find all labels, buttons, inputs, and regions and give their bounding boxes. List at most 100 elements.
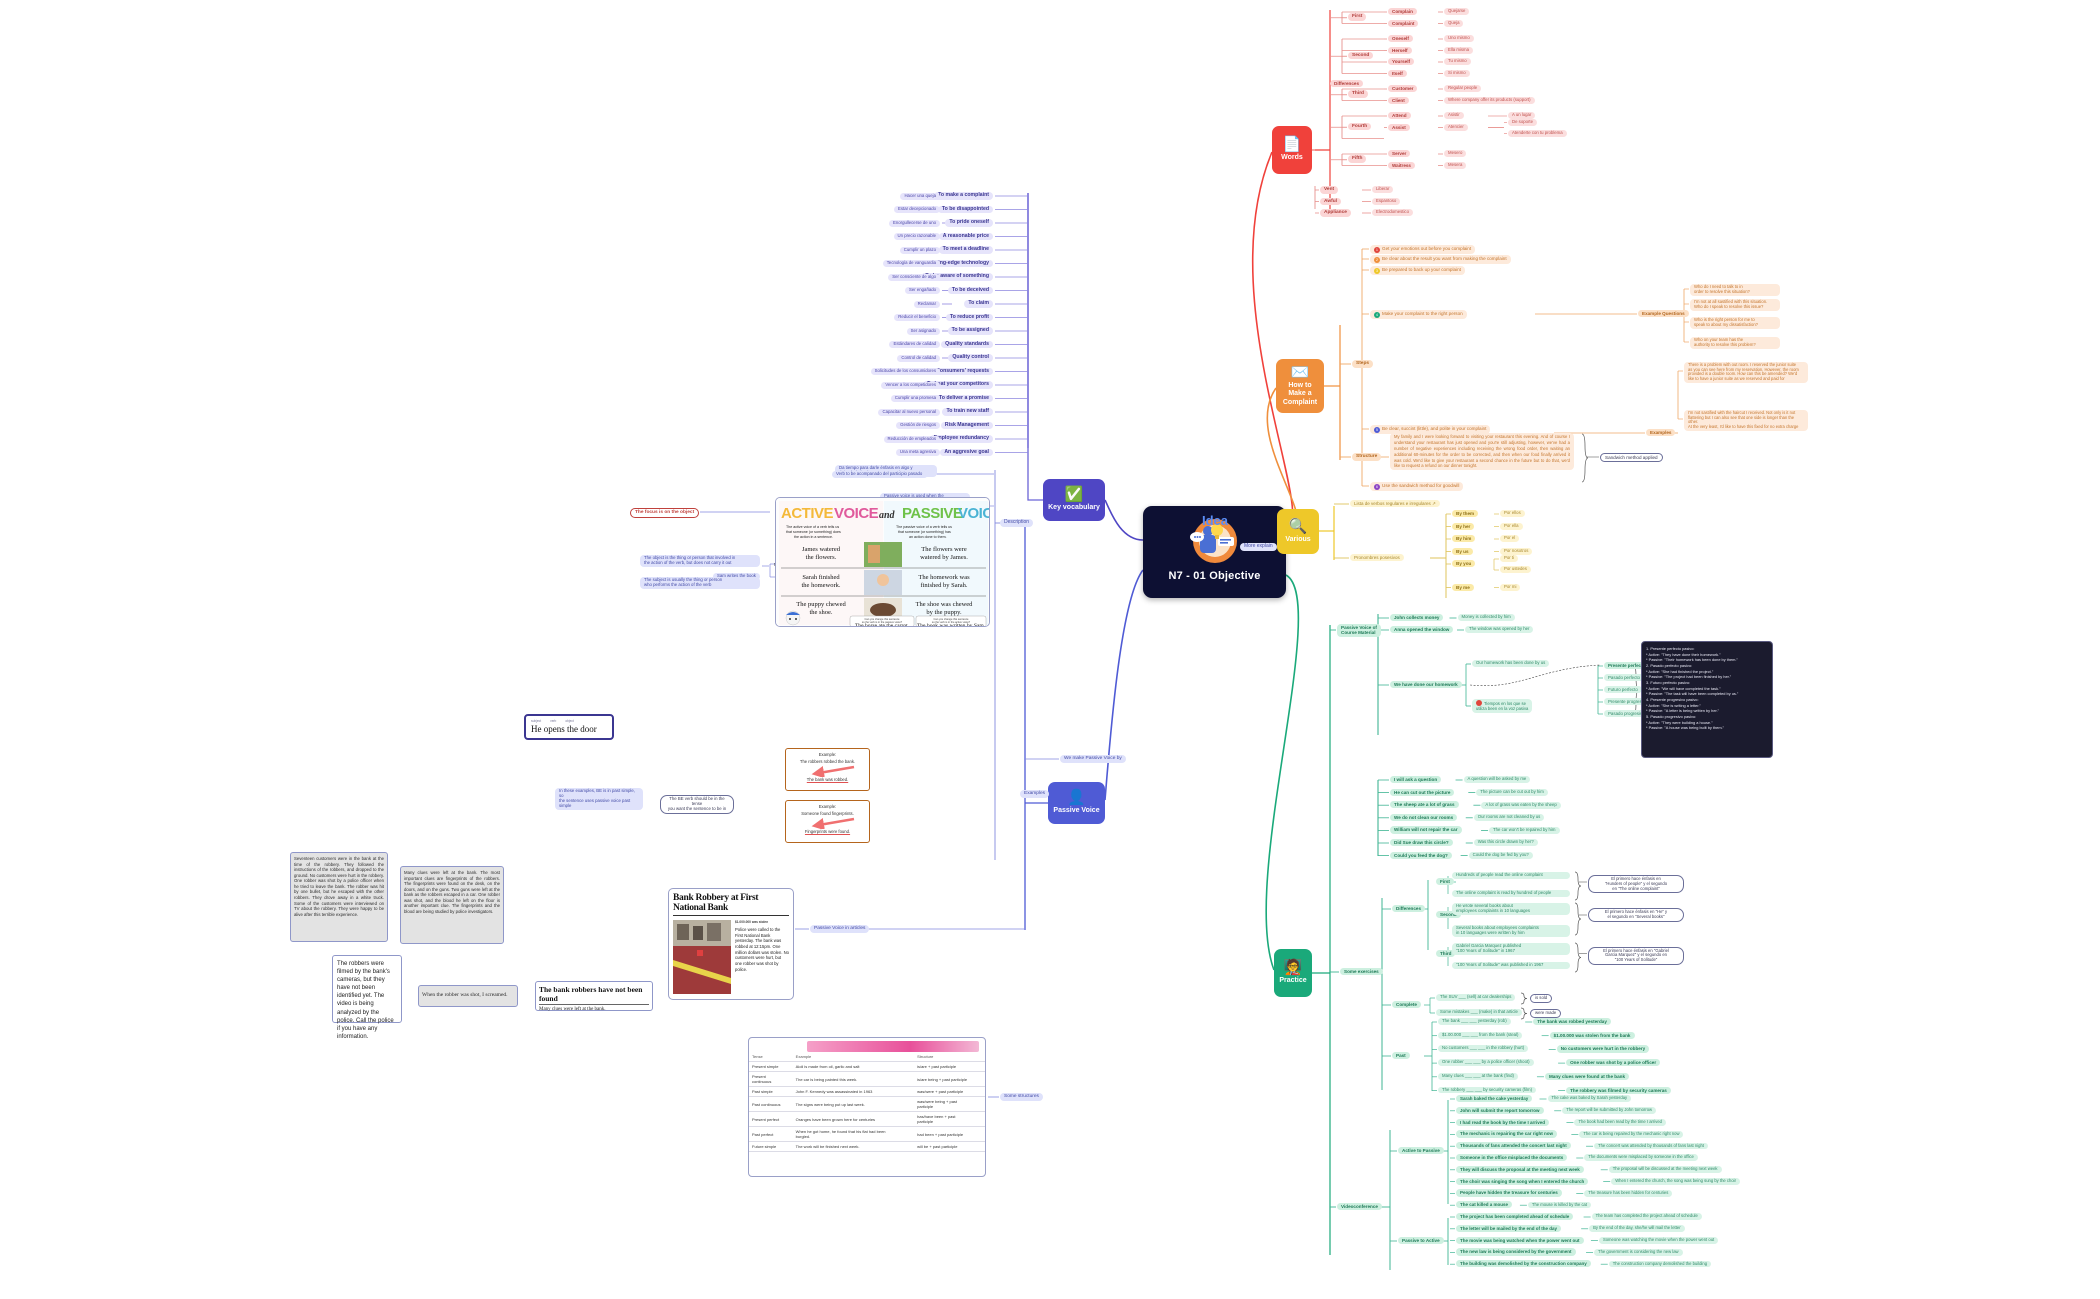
kv-es-18[interactable]: Reducción de empleados [883,435,940,443]
word-en-0-0[interactable]: Complain [1388,8,1417,16]
word-group-3[interactable]: Fourth [1348,122,1372,131]
kv-en-4[interactable]: To meet a deadline [938,246,993,254]
word-en-1-3[interactable]: Itself [1388,69,1407,77]
sentence-passive-0[interactable]: A question will be asked by me [1463,776,1531,784]
be-tense-left[interactable]: In these examples, BE is in past simple,… [555,788,643,810]
diff-label-2[interactable]: Third [1436,949,1456,957]
kv-es-15[interactable]: Cumplir una promesa [890,395,940,403]
branch-key-vocabulary[interactable]: ✅ Key vocabulary [1043,479,1105,521]
active-to-passive-label[interactable]: Active to Passive [1398,1147,1444,1155]
complete-a-1[interactable]: were made [1530,1009,1562,1018]
kv-en-7[interactable]: To be deceived [947,286,993,295]
a2p-passive-3[interactable]: The car is being repaired by the mechani… [1579,1130,1684,1138]
a2p-active-9[interactable]: The cat killed a mouse [1456,1201,1513,1209]
possessive-es-2-0[interactable]: Por el [1500,535,1520,543]
past-label[interactable]: Past [1392,1052,1410,1060]
past-q-4[interactable]: Many clues ___ ___ at the bank (find) [1438,1072,1518,1080]
word-en-4-0[interactable]: Server [1388,150,1411,158]
word-en-1-1[interactable]: Herself [1388,46,1412,54]
kv-es-0[interactable]: Hacer una queja [900,192,940,200]
note-0[interactable]: The object is the thing or person that i… [640,555,760,567]
center-node[interactable]: Idea N7 - 01 Objective [1143,506,1286,598]
identificar-child[interactable]: Verb to be acompanado del participio pas… [832,471,927,478]
videoconference-label[interactable]: Videoconference [1337,1203,1382,1211]
more-explain-label[interactable]: More explain [1240,543,1277,551]
diff-label-1[interactable]: Second [1436,911,1461,919]
word-es-2-0[interactable]: Regular people [1444,85,1482,93]
sentence-active-5[interactable]: Did Sue draw this circle? [1390,839,1453,847]
branch-words[interactable]: 📄 Words [1272,126,1312,174]
kv-en-17[interactable]: Risk Management [940,421,993,430]
possessive-en-1[interactable]: By her [1452,522,1475,530]
word-loose-en-2[interactable]: Appliance [1320,209,1351,217]
complaint-structure-label[interactable]: Structure [1352,453,1382,461]
word-group-0[interactable]: First [1348,13,1367,21]
kv-es-5[interactable]: Tecnología de vanguardia [882,260,940,268]
a2p-passive-6[interactable]: The proposal will be discussed at the me… [1608,1166,1722,1173]
branch-how-to-make-a-complaint[interactable]: ✉️ How to Make a Complaint [1276,359,1324,413]
complaint-steps-label[interactable]: Steps [1352,360,1374,368]
a2p-active-5[interactable]: Someone in the office misplaced the docu… [1456,1154,1568,1162]
sentence-passive-1[interactable]: The picture can be cut out by him [1476,789,1548,796]
intro-active-1[interactable]: Anna opened the window [1390,626,1454,634]
complete-a-0[interactable]: is sold [1530,994,1553,1003]
possessive-en-5[interactable]: By me [1452,583,1474,591]
a2p-active-6[interactable]: They will discuss the proposal at the me… [1456,1165,1584,1173]
tense-1[interactable]: Pasado perfecto [1604,674,1644,682]
a2p-active-1[interactable]: John will submit the report tomorrow [1456,1106,1544,1114]
possessive-es-3-0[interactable]: Por nosotros [1500,547,1533,555]
various-possessives-label[interactable]: Pronombres posesivos [1350,554,1404,562]
past-a-4[interactable]: Many clues were found at the bank [1544,1072,1630,1081]
possessive-es-4-1[interactable]: Por ustedes [1500,566,1531,574]
be-tense-note[interactable]: The BE verb should be in the tense you w… [660,795,734,814]
possessive-es-0-0[interactable]: Por ellos [1500,510,1525,518]
possessive-en-3[interactable]: By us [1452,547,1473,555]
sentence-passive-2[interactable]: A lot of grass was eaten by the sheep [1481,801,1561,809]
kv-es-1[interactable]: Estar decepcionado [894,206,940,214]
sentence-passive-4[interactable]: The car won't be repaired by him [1489,826,1560,834]
example-questions-label[interactable]: Example Questions [1638,310,1689,318]
kv-es-8[interactable]: Reclamar [913,300,940,308]
homework-active[interactable]: We have done our homework [1390,681,1462,689]
possessive-es-4-0[interactable]: Por ti [1500,555,1519,563]
kv-en-9[interactable]: To reduce profit [945,313,993,322]
kv-en-10[interactable]: To be assigned [947,327,993,335]
example-question-2[interactable]: Who is the right person for me to speak … [1690,317,1780,329]
kv-en-13[interactable]: Consumers' requests [932,367,993,376]
a2p-active-0[interactable]: Sarah baked the cake yesterday [1456,1095,1533,1103]
word-loose-en-1[interactable]: Awful [1320,197,1341,206]
word-en-3-0[interactable]: Attend [1388,112,1411,120]
a2p-passive-0[interactable]: The cake was baked by Sarah yesterday [1547,1095,1632,1103]
sentence-active-6[interactable]: Could you feed the dog? [1390,851,1452,859]
past-q-2[interactable]: No customers ___ ___ in the robbery (hur… [1438,1045,1529,1053]
kv-es-4[interactable]: Cumplir un plazo [899,246,940,254]
past-a-1[interactable]: $1.00.000 was stolen from the bank [1549,1031,1635,1039]
word-es-1-3[interactable]: Si mismo [1444,69,1470,77]
example-question-0[interactable]: Who do I need to talk to in order to res… [1690,284,1780,296]
p2a-passive-2[interactable]: The movie was being watched when the pow… [1456,1236,1584,1244]
a2p-passive-4[interactable]: The concert was attended by thousands of… [1594,1142,1708,1150]
possessive-es-5-0[interactable]: Por mi [1500,583,1521,591]
kv-es-10[interactable]: Ser asignado [906,327,940,335]
kv-es-9[interactable]: Reducir el beneficio [894,314,940,322]
note-1[interactable]: The subject is usually the thing or pers… [640,577,760,589]
word-es-4-1[interactable]: Mesera [1444,161,1467,169]
diff-a-0[interactable]: Hundreds of people read the online compl… [1452,872,1570,879]
diff-note-0[interactable]: El primero hace énfasis en "Hunders of p… [1588,875,1684,894]
p2a-active-3[interactable]: The government is considering the new la… [1594,1248,1683,1256]
complaint-examples-label[interactable]: Examples [1646,429,1676,437]
kv-en-1[interactable]: To be disappointed [937,205,993,214]
possessive-en-0[interactable]: By them [1452,510,1479,518]
practice-differences-label[interactable]: Differences [1392,905,1426,913]
past-a-3[interactable]: One robber was shot by a police officer [1566,1059,1661,1067]
past-q-1[interactable]: $1.00.000 ___ ___ from the bank (steal) [1438,1031,1523,1039]
word-loose-es-1[interactable]: Espantoso [1372,197,1401,205]
example-question-3[interactable]: Who on your team has the authority to re… [1690,337,1780,349]
active-passive-voice-poster[interactable]: ACTIVE VOICE and PASSIVE VOICE The activ… [775,497,990,627]
word-extra-3-1-0[interactable]: De soporte [1508,118,1538,126]
sentence-active-3[interactable]: We do not clean our rooms [1390,813,1458,822]
word-group-1[interactable]: Second [1348,51,1374,60]
kv-en-2[interactable]: To pride oneself [945,219,993,227]
p2a-passive-4[interactable]: The building was demolished by the const… [1456,1260,1591,1268]
